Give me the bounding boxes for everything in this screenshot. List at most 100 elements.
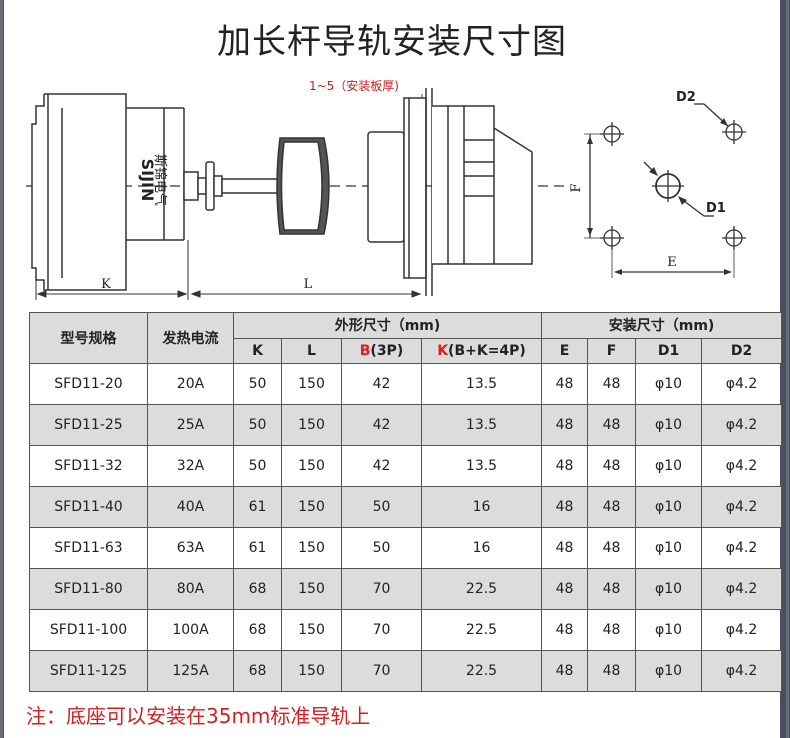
cell-l: 150 — [281, 609, 342, 651]
cell-l: 150 — [281, 568, 342, 610]
table-row: SFD11-100 100A 68 150 70 22.5 48 48 φ10 … — [29, 609, 783, 651]
cell-k: 50 — [233, 445, 282, 487]
dimension-f-label: F — [569, 183, 584, 192]
cell-d1: φ10 — [635, 445, 703, 487]
cell-d2: φ4.2 — [701, 486, 783, 528]
cell-model: SFD11-32 — [29, 445, 148, 487]
header-b-letter: B — [359, 342, 371, 359]
cell-l: 150 — [281, 486, 342, 528]
table-row: SFD11-63 63A 61 150 50 16 48 48 φ10 φ4.2 — [29, 527, 783, 569]
cell-l: 150 — [281, 445, 342, 487]
header-l: L — [281, 337, 342, 364]
cell-k: 68 — [233, 609, 282, 651]
cell-d2: φ4.2 — [701, 650, 783, 692]
cell-f: 48 — [587, 486, 637, 528]
cell-current: 80A — [147, 568, 234, 610]
cell-kb: 16 — [420, 486, 543, 528]
right-frame-bar — [786, 0, 789, 738]
header-e: E — [541, 337, 589, 364]
cell-current: 25A — [147, 404, 234, 446]
dimension-d1-label: D1 — [706, 201, 726, 216]
table-row: SFD11-80 80A 68 150 70 22.5 48 48 φ10 φ4… — [29, 568, 783, 610]
cell-l: 150 — [281, 650, 342, 692]
cell-l: 150 — [281, 404, 342, 446]
header-d1: D1 — [635, 337, 703, 364]
cell-e: 48 — [541, 527, 589, 569]
cell-d1: φ10 — [635, 568, 703, 610]
header-b-suffix: (3P) — [370, 342, 404, 359]
cell-current: 100A — [147, 609, 234, 651]
brand-logo-text: SIJIN — [138, 159, 157, 202]
cell-k: 61 — [233, 527, 282, 569]
cell-e: 48 — [541, 650, 589, 692]
cell-model: SFD11-20 — [29, 363, 148, 405]
cell-k: 68 — [233, 568, 282, 610]
base-unit — [31, 93, 185, 291]
cell-b: 70 — [341, 568, 422, 610]
cell-kb: 13.5 — [420, 445, 543, 487]
table-row: SFD11-25 25A 50 150 42 13.5 48 48 φ10 φ4… — [29, 404, 783, 446]
header-current: 发热电流 — [147, 312, 234, 364]
cell-model: SFD11-63 — [29, 527, 148, 569]
page-title: 加长杆导轨安装尺寸图 — [217, 22, 567, 62]
cell-kb: 22.5 — [420, 568, 543, 610]
cell-current: 20A — [147, 363, 234, 405]
cell-e: 48 — [541, 568, 589, 610]
cell-f: 48 — [587, 445, 637, 487]
cell-b: 50 — [341, 527, 422, 569]
table-row: SFD11-40 40A 61 150 50 16 48 48 φ10 φ4.2 — [29, 486, 783, 528]
header-outer-dimensions: 外形尺寸（mm) — [232, 312, 543, 339]
cell-l: 150 — [281, 527, 342, 569]
cell-e: 48 — [541, 609, 589, 651]
cell-current: 40A — [147, 486, 234, 528]
cell-kb: 22.5 — [420, 609, 543, 651]
cell-e: 48 — [541, 363, 589, 405]
cell-b: 42 — [341, 445, 422, 487]
cell-d2: φ4.2 — [701, 609, 783, 651]
cell-d2: φ4.2 — [701, 445, 783, 487]
cell-d1: φ10 — [635, 404, 703, 446]
header-kb-suffix: (B+K=4P) — [448, 342, 526, 359]
cell-model: SFD11-100 — [29, 609, 148, 651]
cell-e: 48 — [541, 486, 589, 528]
cell-f: 48 — [587, 363, 637, 405]
cell-d2: φ4.2 — [701, 363, 783, 405]
cell-b: 42 — [341, 363, 422, 405]
cell-current: 63A — [147, 527, 234, 569]
cell-model: SFD11-80 — [29, 568, 148, 610]
dimension-l-label: L — [304, 277, 313, 292]
dimension-d2-label: D2 — [676, 90, 696, 105]
cell-kb: 13.5 — [420, 363, 543, 405]
cell-l: 150 — [281, 363, 342, 405]
cell-d1: φ10 — [635, 609, 703, 651]
cell-d1: φ10 — [635, 650, 703, 692]
panel-thickness-label: 1~5（安装板厚) — [309, 78, 399, 93]
cell-d2: φ4.2 — [701, 527, 783, 569]
cell-current: 32A — [147, 445, 234, 487]
cell-kb: 16 — [420, 527, 543, 569]
cell-b: 70 — [341, 609, 422, 651]
cell-f: 48 — [587, 404, 637, 446]
table-row: SFD11-125 125A 68 150 70 22.5 48 48 φ10 … — [29, 650, 783, 692]
cell-f: 48 — [587, 650, 637, 692]
cell-current: 125A — [147, 650, 234, 692]
extension-shaft — [183, 137, 330, 235]
cell-b: 42 — [341, 404, 422, 446]
cell-f: 48 — [587, 527, 637, 569]
cell-kb: 22.5 — [420, 650, 543, 692]
cell-model: SFD11-40 — [29, 486, 148, 528]
panel-handle-assembly — [367, 88, 533, 296]
installation-drawing: SIJIN 斯锦电气 1~5（安装板厚) — [26, 78, 746, 300]
cell-b: 50 — [341, 486, 422, 528]
cell-k: 50 — [233, 363, 282, 405]
header-kb-letter: K — [437, 342, 449, 359]
spec-table: 型号规格 发热电流 外形尺寸（mm) 安装尺寸（mm) K L B(3P) K(… — [29, 312, 783, 692]
dimension-k — [35, 240, 189, 300]
cell-k: 68 — [233, 650, 282, 692]
cell-f: 48 — [587, 568, 637, 610]
header-kb: K(B+K=4P) — [420, 337, 543, 364]
cell-f: 48 — [587, 609, 637, 651]
left-frame-bar — [0, 0, 3, 738]
cell-b: 70 — [341, 650, 422, 692]
rail-mount-note: 注：底座可以安装在35mm标准导轨上 — [26, 704, 371, 728]
